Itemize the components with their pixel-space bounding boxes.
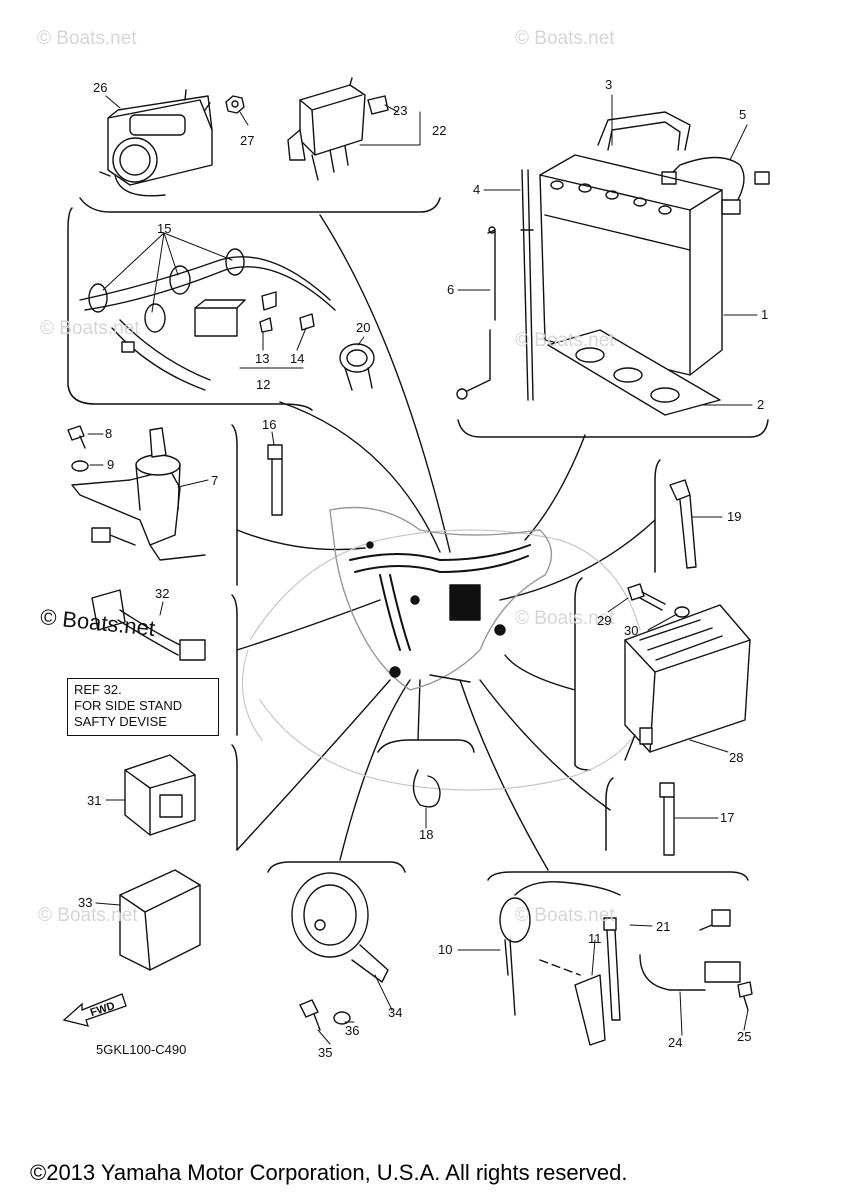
callout-29: 29 <box>597 613 612 628</box>
reference-note: REF 32. FOR SIDE STAND SAFTY DEVISE <box>67 678 219 736</box>
callout-4: 4 <box>473 182 481 197</box>
callout-31: 31 <box>87 793 102 808</box>
callout-25: 25 <box>737 1029 752 1044</box>
callout-22: 22 <box>432 123 447 138</box>
callout-19: 19 <box>727 509 742 524</box>
part-22-relay <box>287 77 366 181</box>
callout-26: 26 <box>93 80 108 95</box>
callout-15: 15 <box>157 221 172 236</box>
callout-2: 2 <box>757 397 765 412</box>
part-20-clamp <box>339 343 375 391</box>
section-brackets <box>67 197 769 881</box>
callout-16: 16 <box>262 417 277 432</box>
callout-12: 12 <box>256 377 271 392</box>
callout-5: 5 <box>739 107 747 122</box>
callout-13: 13 <box>255 351 270 366</box>
callout-6: 6 <box>447 282 455 297</box>
diagram-code: 5GKL100-C490 <box>96 1042 187 1057</box>
part-7-main-switch <box>71 427 206 561</box>
reference-note-line-2: FOR SIDE STAND <box>74 698 183 713</box>
watermark-6: © Boats.net <box>38 905 138 926</box>
part-15-harness-clamps <box>79 248 336 391</box>
callout-23: 23 <box>393 103 408 118</box>
part-17-cable-tie <box>659 782 675 856</box>
callout-17: 17 <box>720 810 735 825</box>
reference-note-line-3: SAFTY DEVISE <box>74 714 167 729</box>
callout-35: 35 <box>318 1045 333 1060</box>
part-19-cable-tie <box>669 479 697 569</box>
part-36-washer <box>333 1011 351 1025</box>
callout-32: 32 <box>155 586 170 601</box>
watermark-7: © Boats.net <box>515 905 615 926</box>
part-18-clip <box>412 769 441 808</box>
callout-34: 34 <box>388 1005 403 1020</box>
part-26-relay-unit <box>99 89 213 197</box>
part-11-bracket <box>539 959 606 1046</box>
part-25-screw <box>737 981 753 1011</box>
leader-lines <box>236 214 656 871</box>
part-4-hose <box>520 169 534 401</box>
callout-3: 3 <box>605 77 613 92</box>
fwd-label: FWD <box>89 1000 117 1019</box>
watermark-5: © Boats.net <box>515 608 615 629</box>
callout-20: 20 <box>356 320 371 335</box>
part-27-nut <box>225 95 245 114</box>
callout-33: 33 <box>78 895 93 910</box>
callout-8: 8 <box>105 426 113 441</box>
watermark-4: © Boats.net <box>515 330 615 351</box>
callout-28: 28 <box>729 750 744 765</box>
part-8-bolt <box>67 425 86 449</box>
frame-outline <box>241 529 656 791</box>
callout-24: 24 <box>668 1035 683 1050</box>
part-3-battery-strap <box>597 111 691 151</box>
part-2-battery-tray <box>547 329 721 416</box>
part-24-resistor <box>639 909 741 991</box>
callout-36: 36 <box>345 1023 360 1038</box>
reference-note-line-1: REF 32. <box>74 682 122 697</box>
callout-10: 10 <box>438 942 453 957</box>
callout-14: 14 <box>290 351 305 366</box>
part-5-battery-lead <box>661 156 770 215</box>
forward-arrow-icon: FWD <box>62 993 127 1027</box>
part-33-unit <box>119 869 201 971</box>
callout-7: 7 <box>211 473 219 488</box>
callout-1: 1 <box>761 307 769 322</box>
callout-9: 9 <box>107 457 115 472</box>
watermark-1: © Boats.net <box>37 28 137 49</box>
part-30-washer <box>674 606 690 618</box>
part-1-battery <box>539 154 723 376</box>
callout-11: 11 <box>588 931 602 946</box>
part-32-connector <box>91 589 206 661</box>
part-34-horn <box>291 872 389 983</box>
part-23-fuse <box>367 95 389 115</box>
watermark-2: © Boats.net <box>515 28 615 49</box>
callout-27: 27 <box>240 133 255 148</box>
central-wiring-assembly <box>329 506 553 691</box>
part-28-regulator <box>624 604 751 761</box>
callout-18: 18 <box>419 827 434 842</box>
part-13-14-fuses <box>259 291 315 333</box>
callout-21: 21 <box>656 919 671 934</box>
copyright-notice: ©2013 Yamaha Motor Corporation, U.S.A. A… <box>30 1160 628 1185</box>
part-31-unit <box>124 754 196 836</box>
part-16-cable-tie <box>267 444 283 516</box>
callout-leaders <box>87 94 758 1045</box>
part-6-lead <box>456 226 496 400</box>
part-29-bolt <box>627 583 666 611</box>
part-9-washer <box>71 460 89 472</box>
part-10-switch <box>499 881 621 1016</box>
part-35-bolt <box>299 999 321 1031</box>
watermark-3: © Boats.net <box>40 318 140 339</box>
part-21-cable-tie <box>603 917 621 1021</box>
callout-30: 30 <box>624 623 639 638</box>
